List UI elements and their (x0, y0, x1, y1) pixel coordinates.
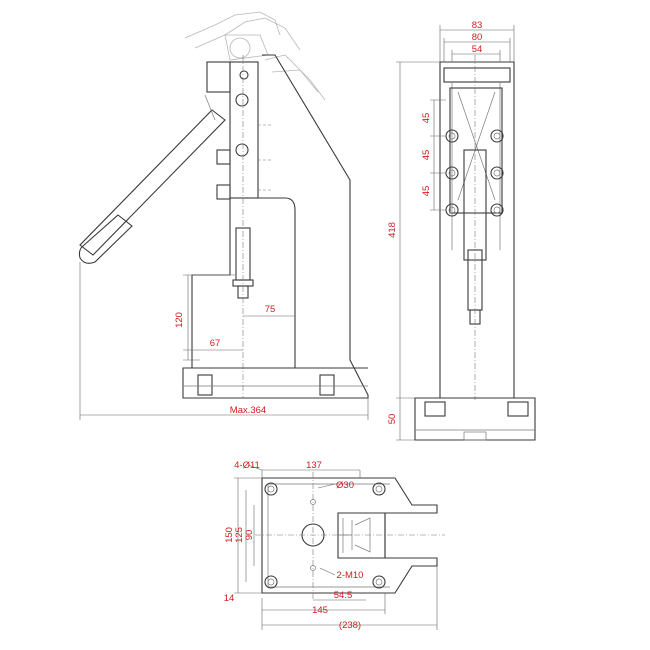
dim-base-54-5: 54.5 (334, 590, 353, 601)
dim-base-150: 150 (224, 527, 235, 543)
dim-base-thread: 2-M10 (337, 570, 364, 581)
dim-base-145: 145 (312, 605, 328, 616)
handle-ghost-position (184, 11, 326, 101)
dim-front-418: 418 (387, 222, 398, 238)
dim-base-holes: 4-Ø11 (234, 460, 260, 471)
side-ram (229, 61, 259, 199)
dim-front-54: 54 (472, 44, 483, 55)
dim-front-83: 83 (472, 20, 483, 31)
side-frame-outline (182, 54, 369, 399)
dim-side-max-364: Max.364 (230, 405, 266, 416)
side-lever-handle (78, 94, 226, 264)
front-view: 83 80 54 45 45 45 418 50 (387, 20, 536, 441)
dim-front-80: 80 (472, 32, 483, 43)
dim-front-50: 50 (387, 414, 398, 425)
base-top-view: 4-Ø11 137 Ø30 150 125 90 2-M10 14 54.5 1… (224, 460, 445, 631)
front-column-outline (439, 61, 515, 399)
front-bolts (445, 129, 504, 217)
front-ram (463, 149, 487, 261)
side-view: 120 75 67 Max.364 (78, 11, 369, 420)
dim-base-238: (238) (339, 620, 361, 631)
dim-base-137: 137 (306, 460, 322, 471)
dim-front-pitch-2: 45 (421, 150, 432, 161)
dim-base-14: 14 (224, 593, 235, 604)
dim-base-125: 125 (234, 527, 245, 543)
base-corner-holes (264, 482, 386, 589)
dim-side-67: 67 (210, 338, 221, 349)
dim-side-120: 120 (174, 312, 185, 328)
dim-front-pitch-3: 45 (421, 186, 432, 197)
dim-front-pitch-1: 45 (421, 113, 432, 124)
dim-base-90: 90 (244, 530, 255, 541)
front-base (414, 397, 536, 441)
dim-side-75: 75 (265, 304, 276, 315)
dim-base-bore: Ø30 (336, 480, 354, 491)
